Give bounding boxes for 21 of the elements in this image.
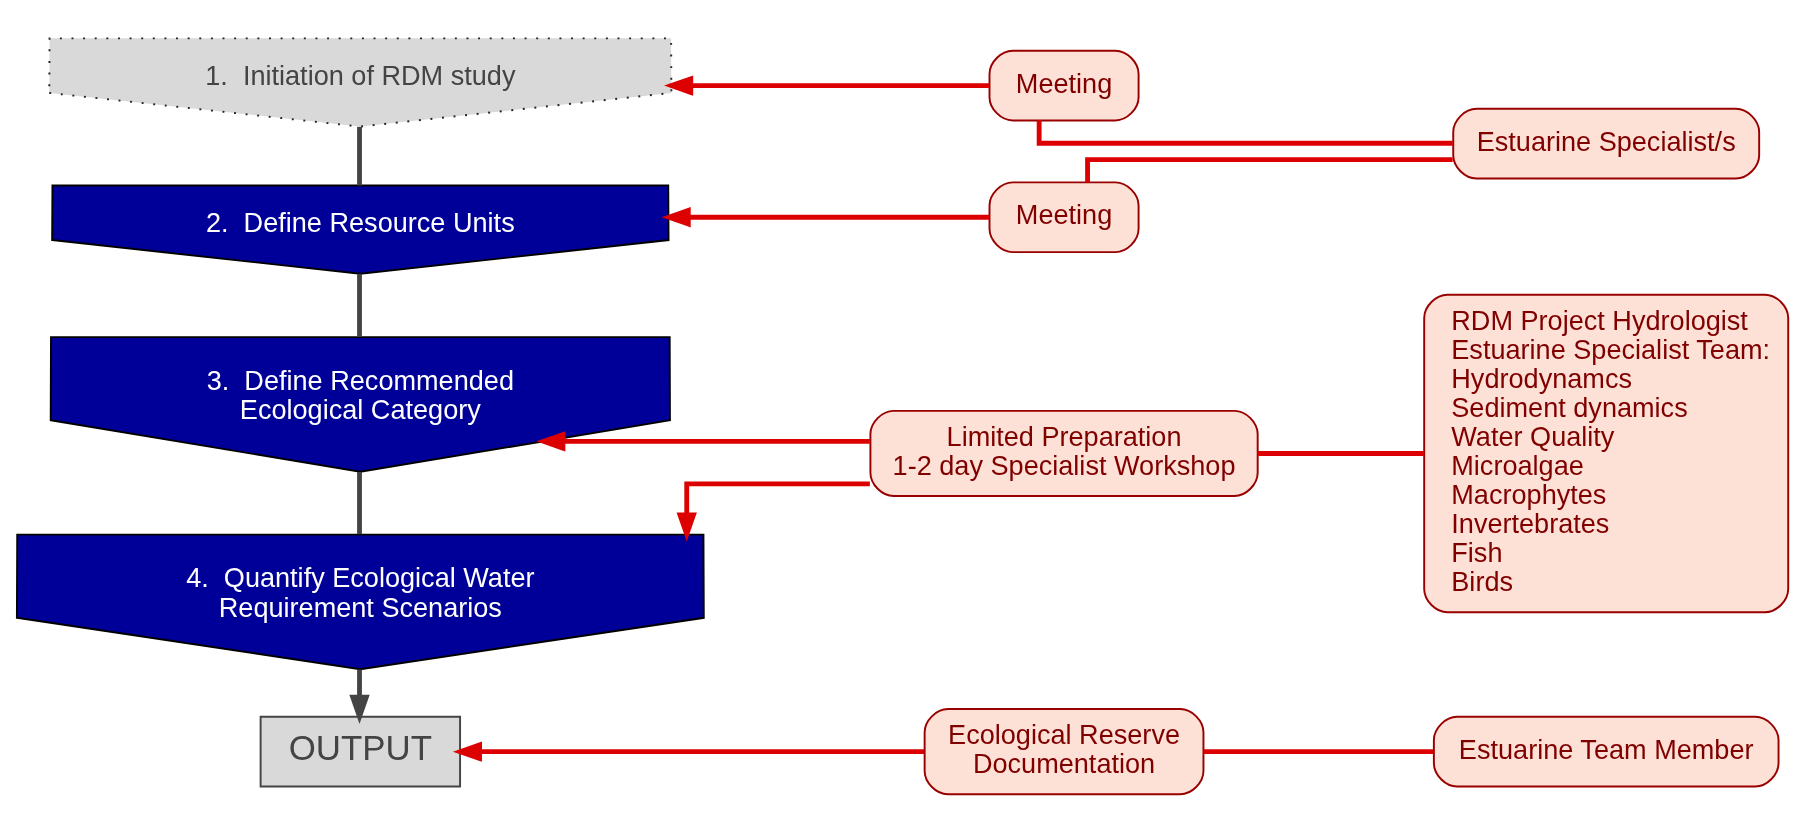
connector	[357, 273, 362, 337]
connector	[357, 126, 362, 186]
node-box: Estuarine Team Member	[1432, 715, 1780, 788]
connector	[1085, 157, 1453, 183]
node-box: OUTPUT	[259, 715, 462, 788]
connector	[1257, 451, 1425, 456]
connector	[1036, 120, 1453, 146]
node-box: RDM Project Hydrologist Estuarine Specialist Team: Hydrodynamcs Sediment dynamics Water Quality Microalgae Macrophytes Invertebrates Fish Birds	[1423, 293, 1790, 614]
arrow	[536, 431, 870, 452]
arrow	[676, 481, 870, 542]
node-box: Limited Preparation 1-2 day Specialist Workshop	[869, 409, 1259, 498]
connector	[1203, 749, 1434, 755]
arrow	[664, 75, 990, 96]
node-box: Ecological Reserve Documentation	[923, 708, 1205, 796]
arrow	[349, 669, 370, 724]
node-box: Meeting	[988, 49, 1140, 122]
arrow	[661, 207, 990, 228]
arrow	[452, 741, 925, 762]
connector	[357, 472, 362, 535]
node-box: Estuarine Specialist/s	[1452, 107, 1761, 180]
node-box: Meeting	[988, 181, 1140, 254]
